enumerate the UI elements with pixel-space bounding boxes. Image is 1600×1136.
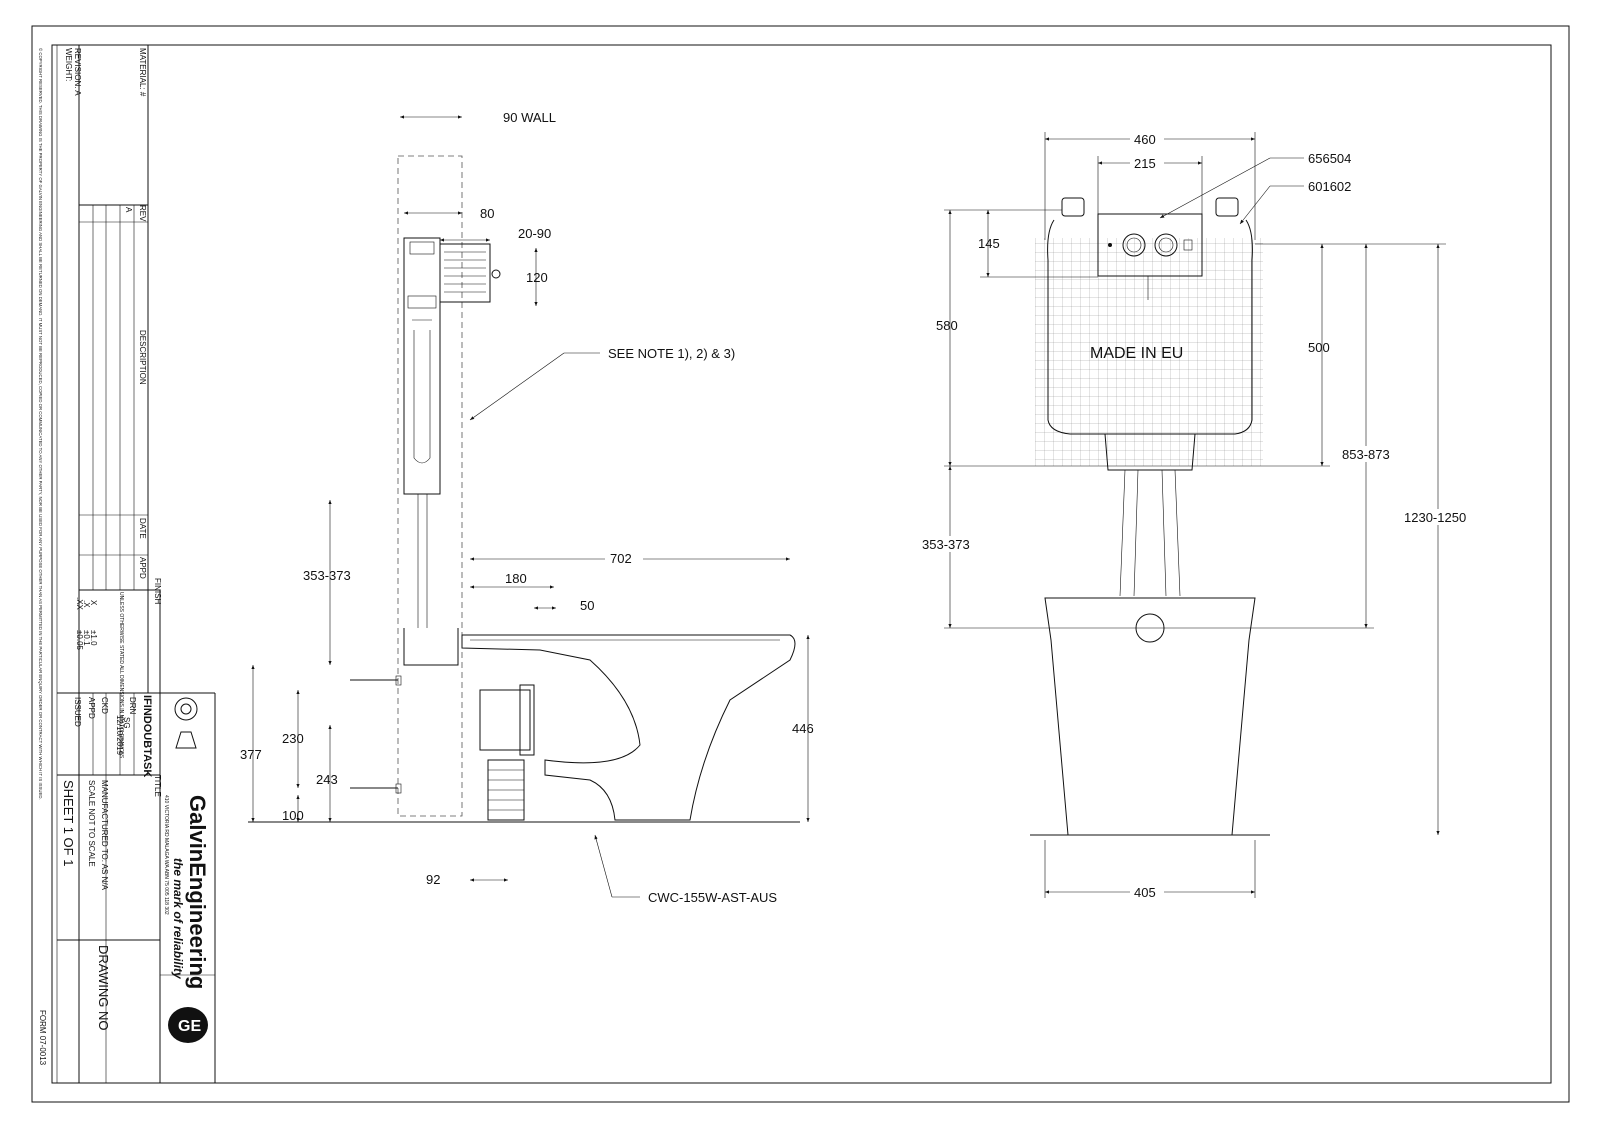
dim-460: 460 bbox=[1134, 132, 1156, 147]
made-in-label: MADE IN EU bbox=[1090, 345, 1183, 362]
material-label: MATERIAL: # bbox=[138, 48, 147, 97]
tol-xx-value: ±0.1 bbox=[82, 630, 91, 646]
sign-appd-label: APPD bbox=[87, 697, 96, 719]
company-name: GalvinEngineering bbox=[185, 795, 210, 989]
company-logo-icon: GE bbox=[168, 1007, 208, 1043]
tol-x: X bbox=[89, 600, 98, 606]
finish-label: FINISH bbox=[153, 578, 162, 604]
dim-353-373-side: 353-373 bbox=[303, 568, 351, 583]
dim-580: 580 bbox=[936, 318, 958, 333]
dim-92: 92 bbox=[426, 872, 440, 887]
dim-90-wall: 90 WALL bbox=[503, 110, 556, 125]
rev-header: REV bbox=[138, 205, 147, 222]
cistern-side bbox=[403, 237, 441, 495]
dim-243: 243 bbox=[316, 772, 338, 787]
wall-outline bbox=[397, 155, 463, 817]
drn-date: 12/10/2019 bbox=[115, 715, 124, 756]
dim-20-90: 20-90 bbox=[518, 226, 551, 241]
inner-border bbox=[51, 44, 1552, 1084]
tol-xxx-value: ±0.05 bbox=[75, 630, 84, 651]
scale-label: SCALE NOT TO SCALE bbox=[87, 780, 96, 867]
dim-50: 50 bbox=[580, 598, 594, 613]
drawing-no-label: DRAWING NO bbox=[96, 945, 111, 1030]
tol-xx: .X bbox=[82, 600, 91, 608]
pan-connector bbox=[479, 689, 531, 751]
company-address: 410 VICTORIA RD MALAGA WA ABN 75 005 118… bbox=[163, 795, 169, 915]
side-view: 90 WALL 80 20-90 120 SEE NOTE 1), 2) & 3… bbox=[240, 110, 814, 905]
issued-label: ISSUED bbox=[73, 697, 82, 727]
svg-text:GE: GE bbox=[178, 1018, 201, 1035]
dim-1230-1250: 1230-1250 bbox=[1404, 510, 1466, 525]
note-callout: SEE NOTE 1), 2) & 3) bbox=[608, 346, 735, 361]
tolerance-note: UNLESS OTHERWISE STATED ALL DIMENSIONS I… bbox=[118, 592, 124, 759]
dim-145: 145 bbox=[978, 236, 1000, 251]
sheet-number: SHEET 1 OF 1 bbox=[61, 780, 76, 866]
dim-853-873: 853-873 bbox=[1342, 447, 1390, 462]
part-601602: 601602 bbox=[1308, 179, 1351, 194]
project-name: IFINDOUBTASK bbox=[141, 695, 153, 777]
copyright-note: © COPYRIGHT RESERVED. THIS DRAWING IS TH… bbox=[38, 48, 43, 800]
dim-500: 500 bbox=[1308, 340, 1330, 355]
flush-button-side bbox=[439, 243, 491, 303]
title-label: TITLE bbox=[153, 775, 162, 797]
cistern-front bbox=[1047, 219, 1253, 435]
front-view: MADE IN EU 460 215 656504 601602 145 580… bbox=[918, 130, 1476, 900]
flush-plate-front bbox=[1097, 213, 1203, 277]
dim-230: 230 bbox=[282, 731, 304, 746]
toilet-bowl-section bbox=[461, 634, 796, 821]
dim-702: 702 bbox=[610, 551, 632, 566]
drn-initials: SG bbox=[122, 717, 131, 729]
description-header: DESCRIPTION bbox=[138, 330, 147, 385]
dim-446: 446 bbox=[792, 721, 814, 736]
dim-120: 120 bbox=[526, 270, 548, 285]
dim-180: 180 bbox=[505, 571, 527, 586]
weight-label: WEIGHT: bbox=[64, 48, 73, 81]
dim-100: 100 bbox=[282, 808, 304, 823]
tol-x-value: ±1.0 bbox=[89, 630, 98, 646]
company-tagline: the mark of reliability bbox=[171, 858, 185, 980]
projection-symbol-icon bbox=[174, 697, 198, 749]
date-header: DATE bbox=[138, 518, 147, 539]
appd-header: APPD bbox=[138, 557, 147, 579]
dim-215: 215 bbox=[1134, 156, 1156, 171]
outer-border bbox=[31, 25, 1570, 1103]
title-block: GE MATERIAL: # WEIGHT: REVISION: A © COP… bbox=[38, 45, 216, 1083]
revision-label: REVISION: A bbox=[73, 48, 82, 96]
part-656504: 656504 bbox=[1308, 151, 1351, 166]
drn-label: DRN bbox=[128, 697, 137, 715]
dim-80: 80 bbox=[480, 206, 494, 221]
dim-377: 377 bbox=[240, 747, 262, 762]
rev-value: A bbox=[124, 207, 133, 213]
manufactured-to: MANUFACTURED TO: AS N/A bbox=[100, 780, 109, 891]
form-number: FORM 07-0013 bbox=[38, 1010, 47, 1066]
tol-xxx: .XX bbox=[75, 597, 84, 611]
dim-405: 405 bbox=[1134, 885, 1156, 900]
dim-353-373-front: 353-373 bbox=[922, 537, 970, 552]
model-callout: CWC-155W-AST-AUS bbox=[648, 890, 777, 905]
toilet-pan-front bbox=[1044, 597, 1256, 836]
ckd-label: CKD bbox=[100, 697, 109, 714]
